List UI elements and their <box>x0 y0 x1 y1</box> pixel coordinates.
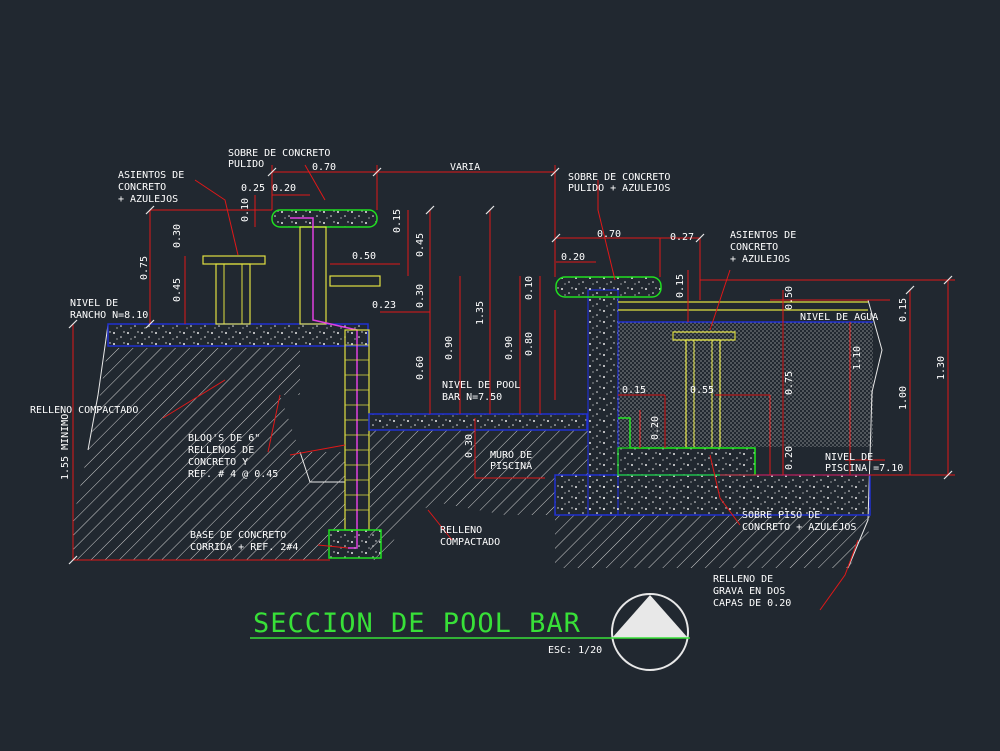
label-minimo: 1.55 MINIMO <box>60 414 71 480</box>
label-muro-l2: PISCINA <box>490 461 532 472</box>
label-blocks-l2: RELLENOS DE <box>188 445 254 456</box>
dim-090b: 0.90 <box>504 336 515 360</box>
label-asientos2-l3: + AZULEJOS <box>730 254 790 265</box>
label-sobre-piso-l1: SOBRE PISO DE <box>742 510 820 521</box>
label-base-l1: BASE DE CONCRETO <box>190 530 286 541</box>
foot-shelf <box>329 275 381 287</box>
label-relleno1: RELLENO COMPACTADO <box>30 405 138 416</box>
label-sobre1-l1: SOBRE DE CONCRETO <box>228 148 330 159</box>
label-grava-l2: GRAVA EN DOS <box>713 586 785 597</box>
label-asientos1-l3: + AZULEJOS <box>118 194 178 205</box>
dim-015d: 0.15 <box>898 298 909 322</box>
label-asientos2-l1: ASIENTOS DE <box>730 230 796 241</box>
dim-100: 1.00 <box>898 386 909 410</box>
label-grava-l3: CAPAS DE 0.20 <box>713 598 791 609</box>
dim-110: 1.10 <box>852 346 863 370</box>
bar-counter-right <box>555 276 662 298</box>
dim-020a: 0.20 <box>272 183 296 194</box>
label-blocks-l1: BLOQ'S DE 6" <box>188 433 260 444</box>
dim-015a: 0.15 <box>392 209 403 233</box>
pool-floor-slab <box>554 474 871 516</box>
label-sobre2-l1: SOBRE DE CONCRETO <box>568 172 670 183</box>
terrain-left-edge <box>87 324 109 451</box>
dim-055: 0.55 <box>690 385 714 396</box>
terrain-bottom <box>299 451 345 483</box>
dim-050b: 0.50 <box>784 286 795 310</box>
dim-130: 1.30 <box>936 356 947 380</box>
pool-water <box>618 322 873 447</box>
dim-080: 0.80 <box>524 332 535 356</box>
dim-023: 0.23 <box>372 300 396 311</box>
dim-075a: 0.75 <box>139 256 150 280</box>
dim-025: 0.25 <box>241 183 265 194</box>
label-nivel-piscina-l1: NIVEL DE <box>825 452 873 463</box>
dim-045a: 0.45 <box>172 278 183 302</box>
label-grava-l1: RELLENO DE <box>713 574 773 585</box>
label-nivel-pool-l2: BAR N=7.50 <box>442 392 502 403</box>
dim-020b: 0.20 <box>561 252 585 263</box>
pool-step-fill <box>617 447 756 476</box>
dim-135: 1.35 <box>475 301 486 325</box>
label-nivel-piscina-l2: PISCINA =7.10 <box>825 463 903 474</box>
base-footing <box>328 529 382 559</box>
relleno-center-hatch <box>370 430 588 560</box>
label-base-l2: CORRIDA + REF. 2#4 <box>190 542 298 553</box>
dim-020c: 0.20 <box>650 416 661 440</box>
label-nivel-rancho-l1: NIVEL DE <box>70 298 118 309</box>
label-sobre1-l2: PULIDO <box>228 159 264 170</box>
label-asientos1-l2: CONCRETO <box>118 182 166 193</box>
bar-counter-top <box>271 209 378 228</box>
label-relleno2-l2: COMPACTADO <box>440 537 500 548</box>
dim-070b: 0.70 <box>597 229 621 240</box>
dim-060: 0.60 <box>415 356 426 380</box>
drawing-title: SECCION DE POOL BAR <box>253 608 581 639</box>
label-asientos1-l1: ASIENTOS DE <box>118 170 184 181</box>
dimension-ticks <box>68 167 953 565</box>
dim-070a: 0.70 <box>312 162 336 173</box>
dim-050: 0.50 <box>352 251 376 262</box>
block-wall-rungs <box>345 344 369 511</box>
dimension-lines <box>72 164 955 611</box>
dim-075b: 0.75 <box>784 371 795 395</box>
label-nivel-pool-l1: NIVEL DE POOL <box>442 380 520 391</box>
dim-015b: 0.15 <box>675 274 686 298</box>
dim-030b: 0.30 <box>415 284 426 308</box>
dim-045b: 0.45 <box>415 233 426 257</box>
label-nivel-rancho-l2: RANCHO N=8.10 <box>70 310 148 321</box>
label-blocks-l3: CONCRETO Y <box>188 457 248 468</box>
dim-030c: 0.30 <box>464 434 475 458</box>
dim-010b: 0.10 <box>524 276 535 300</box>
label-sobre2-l2: PULIDO + AZULEJOS <box>568 183 670 194</box>
dim-015c: 0.15 <box>622 385 646 396</box>
dim-020d: 0.20 <box>784 446 795 470</box>
dim-027: 0.27 <box>670 232 694 243</box>
dim-010a: 0.10 <box>240 198 251 222</box>
label-blocks-l4: REF. # 4 @ 0.45 <box>188 469 278 480</box>
seat-left-top <box>202 255 266 265</box>
label-varia: VARIA <box>450 162 480 173</box>
label-relleno2-l1: RELLENO <box>440 525 482 536</box>
drawing-scale: ESC: 1/20 <box>548 645 602 656</box>
pool-bar-slab <box>368 413 588 431</box>
dim-090a: 0.90 <box>444 336 455 360</box>
grava-hatch <box>555 515 870 568</box>
label-sobre-piso-l2: CONCRETO + AZULEJOS <box>742 522 856 533</box>
relleno-left-hatch <box>73 348 345 560</box>
label-asientos2-l2: CONCRETO <box>730 242 778 253</box>
label-muro-l1: MURO DE <box>490 450 532 461</box>
dim-030a: 0.30 <box>172 224 183 248</box>
seat-left-post <box>215 263 251 325</box>
section-symbol <box>250 593 690 671</box>
label-nivel-agua: NIVEL DE AGUA <box>800 312 878 323</box>
